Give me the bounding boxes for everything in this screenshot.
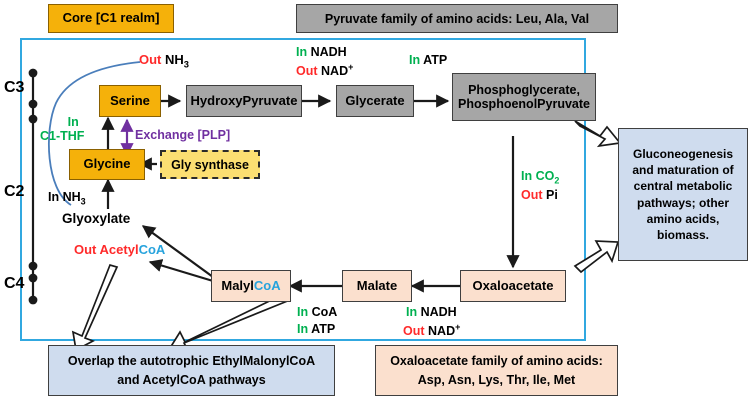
label-in-coa: In CoA: [297, 305, 337, 319]
label-in-atp2-value: ATP: [311, 322, 336, 336]
label-out-acetylcoa: Out AcetylCoA: [74, 242, 166, 258]
node-phosphoglycerate-line2: PhosphoenolPyruvate: [458, 97, 590, 111]
label-in-coa-prefix: In: [297, 305, 309, 319]
label-out-nad-sup: +: [348, 62, 354, 72]
label-in-nadh: In NADH: [296, 45, 347, 59]
label-in-co2-prefix: In: [521, 169, 533, 183]
label-out-nh3-value: NH: [165, 52, 184, 67]
node-hydroxypyruvate[interactable]: HydroxyPyruvate: [186, 85, 302, 117]
label-out-acetylcoa-prefix: Out: [74, 242, 97, 257]
label-in-nh3-prefix: In: [48, 190, 60, 204]
label-out-nad2-sup: +: [455, 322, 461, 332]
box-oxaloacetate-family: Oxaloacetate family of amino acids: Asp,…: [375, 345, 618, 396]
label-in-nh3: In NH3: [48, 190, 86, 207]
label-in-nadh2-value: NADH: [420, 305, 457, 319]
label-in-c1thf-value: C1-THF: [40, 129, 85, 144]
gluconeogenesis-line-1: Gluconeogenesis: [632, 146, 734, 161]
label-in-co2: In CO2: [521, 169, 559, 186]
label-in-nadh2-prefix: In: [406, 305, 418, 319]
label-out-pi-value: Pi: [546, 188, 558, 202]
label-in-nh3-value: NH: [62, 190, 81, 204]
label-in-atp2: In ATP: [297, 322, 335, 336]
overlap-line-2: and AcetylCoA pathways: [117, 372, 266, 387]
node-malylcoa-text-coa: CoA: [253, 277, 281, 293]
node-phosphoglycerate-pep[interactable]: Phosphoglycerate, PhosphoenolPyruvate: [452, 73, 596, 121]
label-in-atp-value: ATP: [423, 53, 448, 67]
label-in-coa-value: CoA: [311, 305, 338, 319]
gluconeogenesis-line-4: pathways; other: [636, 195, 729, 210]
carbon-label-c3: C3: [4, 79, 25, 96]
node-glycine[interactable]: Glycine: [69, 149, 145, 180]
gluconeogenesis-line-2: and maturation of: [632, 163, 734, 178]
label-in-nh3-sub: 3: [80, 196, 86, 207]
label-in-c1thf-prefix: In: [67, 115, 79, 129]
pyruvate-family-box: Pyruvate family of amino acids: Leu, Ala…: [296, 4, 618, 33]
carbon-label-c4: C4: [4, 275, 25, 292]
label-in-atp-prefix: In: [409, 53, 421, 67]
label-out-pi: Out Pi: [521, 188, 558, 202]
node-gly-synthase[interactable]: Gly synthase: [160, 150, 260, 179]
core-c1-realm-frame: [20, 38, 586, 341]
node-glycerate[interactable]: Glycerate: [336, 85, 414, 117]
carbon-label-c2: C2: [4, 183, 25, 200]
box-gluconeogenesis: Gluconeogenesis and maturation of centra…: [618, 128, 748, 261]
label-in-atp2-prefix: In: [297, 322, 309, 336]
oxaloacetate-family-line-1: Oxaloacetate family of amino acids:: [390, 354, 603, 369]
label-exchange-plp: Exchange [PLP]: [135, 128, 231, 142]
node-malylcoa-text-malyl: Malyl: [221, 277, 254, 293]
label-in-c1thf: In C1-THF: [40, 115, 84, 144]
core-c1-realm-label: Core [C1 realm]: [48, 4, 174, 33]
node-glyoxylate: Glyoxylate: [62, 211, 131, 226]
node-malate[interactable]: Malate: [342, 270, 412, 302]
label-in-nadh-prefix: In: [296, 45, 308, 59]
label-out-nad2: Out NAD+: [403, 322, 460, 339]
label-out-nad2-prefix: Out: [403, 324, 425, 339]
label-out-nad-value: NAD: [321, 64, 349, 79]
label-in-nadh2: In NADH: [406, 305, 457, 319]
label-out-nad2-value: NAD: [428, 324, 456, 339]
label-out-nad: Out NAD+: [296, 62, 353, 79]
label-out-nh3-sub: 3: [183, 59, 189, 70]
label-out-acetylcoa-coa: CoA: [138, 242, 166, 257]
gluconeogenesis-line-3: central metabolic: [633, 179, 733, 194]
label-out-nad-prefix: Out: [296, 64, 318, 79]
box-overlap-pathways: Overlap the autotrophic EthylMalonylCoA …: [48, 345, 335, 396]
node-phosphoglycerate-line1: Phosphoglycerate,: [468, 83, 580, 97]
label-out-acetylcoa-acetyl: Acetyl: [99, 242, 139, 257]
oxaloacetate-family-line-2: Asp, Asn, Lys, Thr, Ile, Met: [417, 372, 576, 387]
label-out-pi-prefix: Out: [521, 188, 543, 202]
label-in-co2-value: CO: [535, 169, 555, 183]
label-in-atp: In ATP: [409, 53, 447, 67]
label-in-nadh-value: NADH: [310, 45, 347, 59]
label-out-nh3-prefix: Out: [139, 52, 162, 67]
node-serine[interactable]: Serine: [99, 85, 161, 117]
gluconeogenesis-line-6: biomass.: [656, 227, 710, 242]
gluconeogenesis-line-5: amino acids,: [646, 211, 720, 226]
node-oxaloacetate[interactable]: Oxaloacetate: [460, 270, 566, 302]
overlap-line-1: Overlap the autotrophic EthylMalonylCoA: [67, 354, 316, 369]
label-out-nh3: Out NH3: [139, 52, 189, 70]
label-in-co2-sub: 2: [554, 175, 560, 186]
